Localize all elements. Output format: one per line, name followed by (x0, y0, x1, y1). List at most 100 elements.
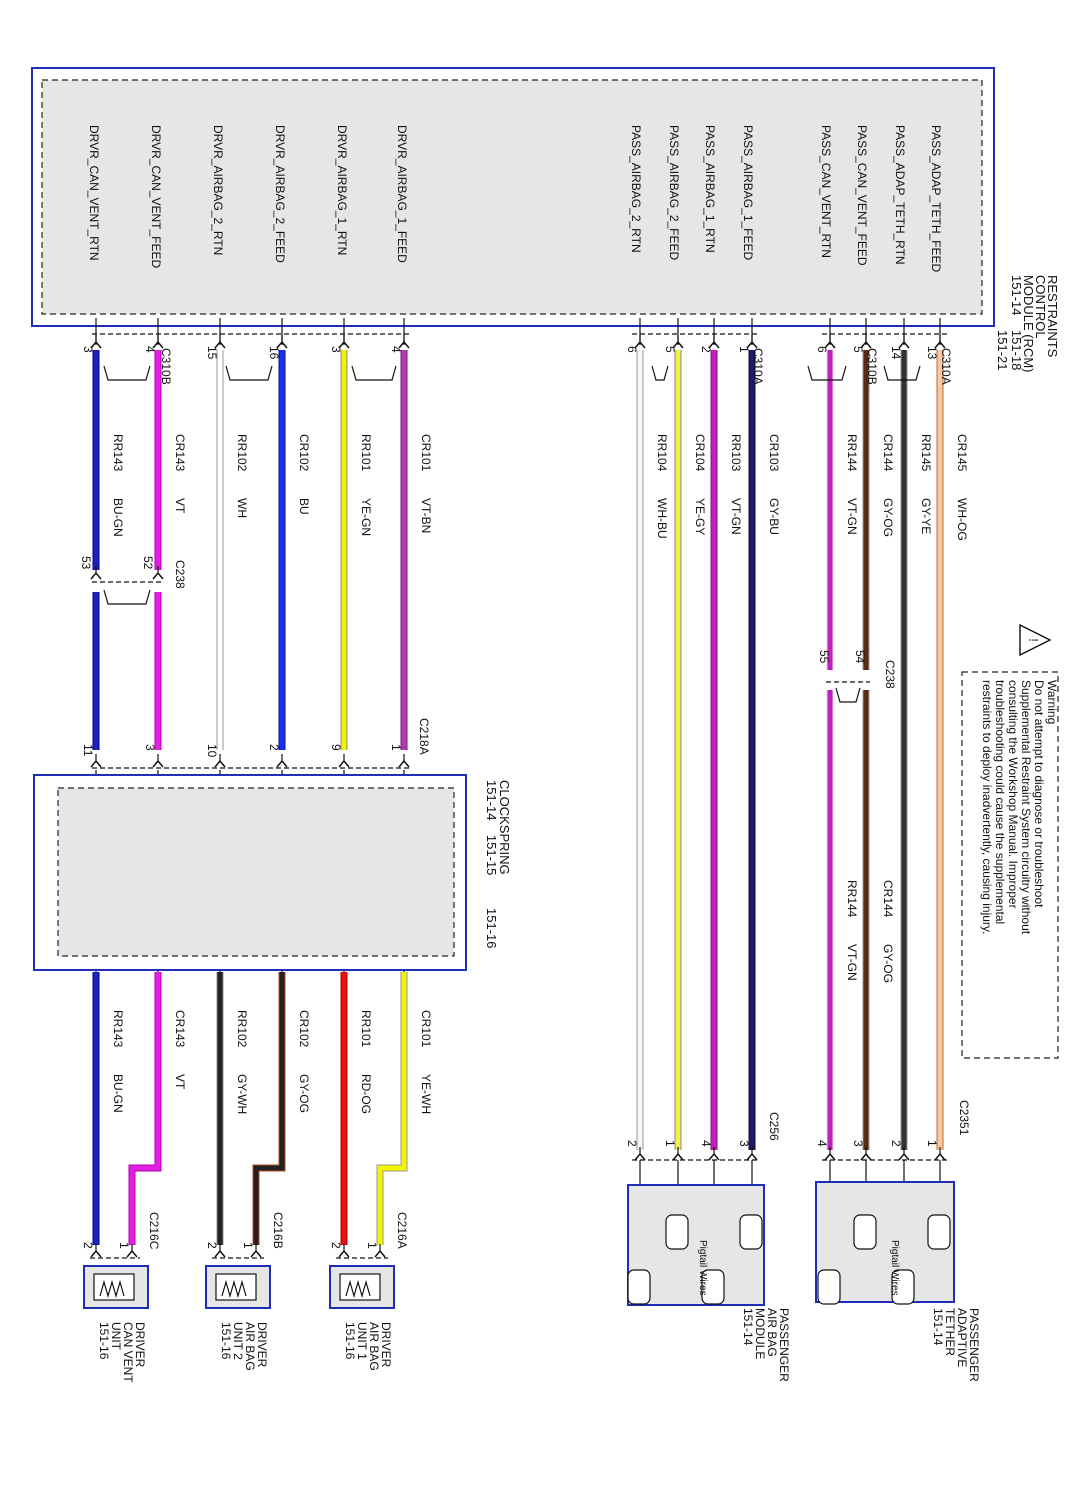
rcm-title-3: MODULE (RCM) (1021, 275, 1036, 373)
lower-color-3: GY-WH (235, 1074, 249, 1114)
end-pin-7: 2 (625, 1140, 639, 1147)
pin-number-5: 2 (699, 346, 713, 353)
color-label-5: VT-GN (729, 498, 743, 535)
pin-arrow-end-4 (746, 1152, 758, 1161)
connector-c218a: C218A (417, 718, 431, 755)
pin-label-pass-airbag-1-feed: PASS_AIRBAG_1_FEED (741, 125, 755, 261)
c238-pass-bracket (835, 687, 861, 703)
clockspring-title: CLOCKSPRING (497, 780, 512, 875)
pin-label-drvr-airbag-2-rtn: DRVR_AIRBAG_2_RTN (211, 125, 225, 255)
pin-label-pass-airbag-1-rtn: PASS_AIRBAG_1_RTN (703, 125, 717, 253)
clockspring-refs: 151-14 151-15 (484, 780, 499, 875)
component-1: Pigtail Wires (627, 1184, 765, 1306)
unit-pin2-1: 2 (205, 1242, 219, 1249)
pin-arrow-c238-13 (90, 571, 102, 580)
pigtail-plug-a-1 (853, 1214, 877, 1250)
end-pin-6: 1 (663, 1140, 677, 1147)
pin-arrow-clock-13 (90, 759, 102, 768)
clock-pin-12: 3 (143, 744, 157, 751)
pin-arrow-end-3 (824, 1152, 836, 1161)
color-label-2: GY-OG (881, 498, 895, 537)
pin-label-pass-airbag-2-feed: PASS_AIRBAG_2_FEED (667, 125, 681, 261)
clockspring: CLOCKSPRING 151-14 151-15 151-16 (33, 774, 512, 971)
lower-wire-4-outline (128, 972, 162, 1245)
squib-coil-3 (221, 1279, 247, 1299)
comp3-name-1: AIR BAG (243, 1322, 257, 1371)
circuit-label-4: CR103 (767, 434, 781, 472)
pin-arrow-end-0 (934, 1152, 946, 1161)
c238-pin-54: 54 (853, 650, 867, 664)
comp4-name-1: CAN VENT (121, 1322, 135, 1383)
connector-c238-driver: C238 (173, 560, 187, 589)
pigtail-plug-b-0 (739, 1214, 763, 1250)
color-label-6: YE-GY (693, 498, 707, 535)
lower-color-5: BU-GN (111, 1074, 125, 1113)
pigtail-plug-b-3 (627, 1269, 651, 1305)
lower-circuit-rr144: RR144 (845, 880, 859, 918)
end-pin-1: 2 (889, 1140, 903, 1147)
circuit-label-12: CR143 (173, 434, 187, 472)
unit-pin1-1: 1 (241, 1242, 255, 1249)
pin-number-1: 14 (889, 346, 903, 360)
circuit-label-10: CR102 (297, 434, 311, 472)
pin-number-6: 5 (663, 346, 677, 353)
lower-circuit-5: RR143 (111, 1010, 125, 1048)
pin-label-pass-can-vent-feed: PASS_CAN_VENT_FEED (855, 125, 869, 266)
pin-arrow-clock-11 (214, 759, 226, 768)
pin-arrow-clock-12 (152, 759, 164, 768)
c310b-top-bracket (807, 365, 847, 381)
pin-number-12: 4 (143, 346, 157, 353)
end-pin-4: 3 (737, 1140, 751, 1147)
comp0-name-2: TETHER (943, 1308, 957, 1356)
comp3-name-3: 151-16 (219, 1322, 233, 1360)
pigtail-plug-a-0 (927, 1214, 951, 1250)
color-label-13: BU-GN (111, 498, 125, 537)
pin-label-drvr-airbag-2-feed: DRVR_AIRBAG_2_FEED (273, 125, 287, 263)
rcm-title-1: RESTRAINTS (1045, 275, 1060, 358)
circuit-label-0: CR145 (955, 434, 969, 472)
lower-pin-arrow-1 (338, 1249, 350, 1258)
comp0-name-0: PASSENGER (967, 1308, 981, 1382)
wires (91, 318, 944, 1245)
circuit-label-6: CR104 (693, 434, 707, 472)
unit-pin2-0: 2 (329, 1242, 343, 1249)
color-label-3: VT-GN (845, 498, 859, 535)
connector-c216a: C216A (395, 1212, 409, 1249)
lower-wire-2-outline (252, 972, 286, 1245)
connector-c310a-top: C310A (939, 348, 953, 385)
pin-label-drvr-airbag-1-rtn: DRVR_AIRBAG_1_RTN (335, 125, 349, 255)
circuit-label-11: RR102 (235, 434, 249, 472)
c310b-driver-3-bracket (103, 365, 151, 381)
lower-color-4: VT (173, 1074, 187, 1090)
svg-text:!: ! (1026, 638, 1041, 642)
circuit-label-9: RR101 (359, 434, 373, 472)
pin-label-drvr-can-vent-feed: DRVR_CAN_VENT_FEED (149, 125, 163, 268)
component-2 (329, 1265, 395, 1309)
c310b-driver-1-bracket (351, 365, 397, 381)
end-pin-0: 1 (925, 1140, 939, 1147)
warning-icon: ! (1019, 623, 1052, 657)
c310a-mid-bracket (651, 365, 669, 381)
clockspring-ref-2: 151-16 (484, 908, 499, 948)
lower-wire-4 (129, 972, 161, 1245)
pin-number-13: 3 (81, 346, 95, 353)
pin-label-drvr-airbag-1-feed: DRVR_AIRBAG_1_FEED (395, 125, 409, 263)
lower-pin-arrow-5 (90, 1249, 102, 1258)
pin-label-pass-adap-teth-feed: PASS_ADAP_TETH_FEED (929, 125, 943, 272)
connector-c2351: C2351 (957, 1100, 971, 1136)
pin-label-pass-can-vent-rtn: PASS_CAN_VENT_RTN (819, 125, 833, 258)
clock-pin-13: 11 (81, 744, 95, 757)
pin-number-2: 5 (851, 346, 865, 353)
pin-label-drvr-can-vent-rtn: DRVR_CAN_VENT_RTN (87, 125, 101, 261)
lower-color-1: RD-OG (359, 1074, 373, 1114)
color-label-11: WH (235, 498, 249, 518)
lower-pin-arrow-2 (250, 1249, 262, 1258)
lower-color-0: YE-WH (419, 1074, 433, 1114)
lower-color-cr144: GY-OG (881, 944, 895, 983)
circuit-label-5: RR103 (729, 434, 743, 472)
warning-line-1: Do not attempt to diagnose or troublesho… (1032, 680, 1046, 908)
comp1-name-1: AIR BAG (765, 1308, 779, 1357)
pigtail-label-0: Pigtail Wires (889, 1240, 900, 1296)
comp4-name-0: DRIVER (133, 1322, 147, 1368)
comp2-name-3: 151-16 (343, 1322, 357, 1360)
